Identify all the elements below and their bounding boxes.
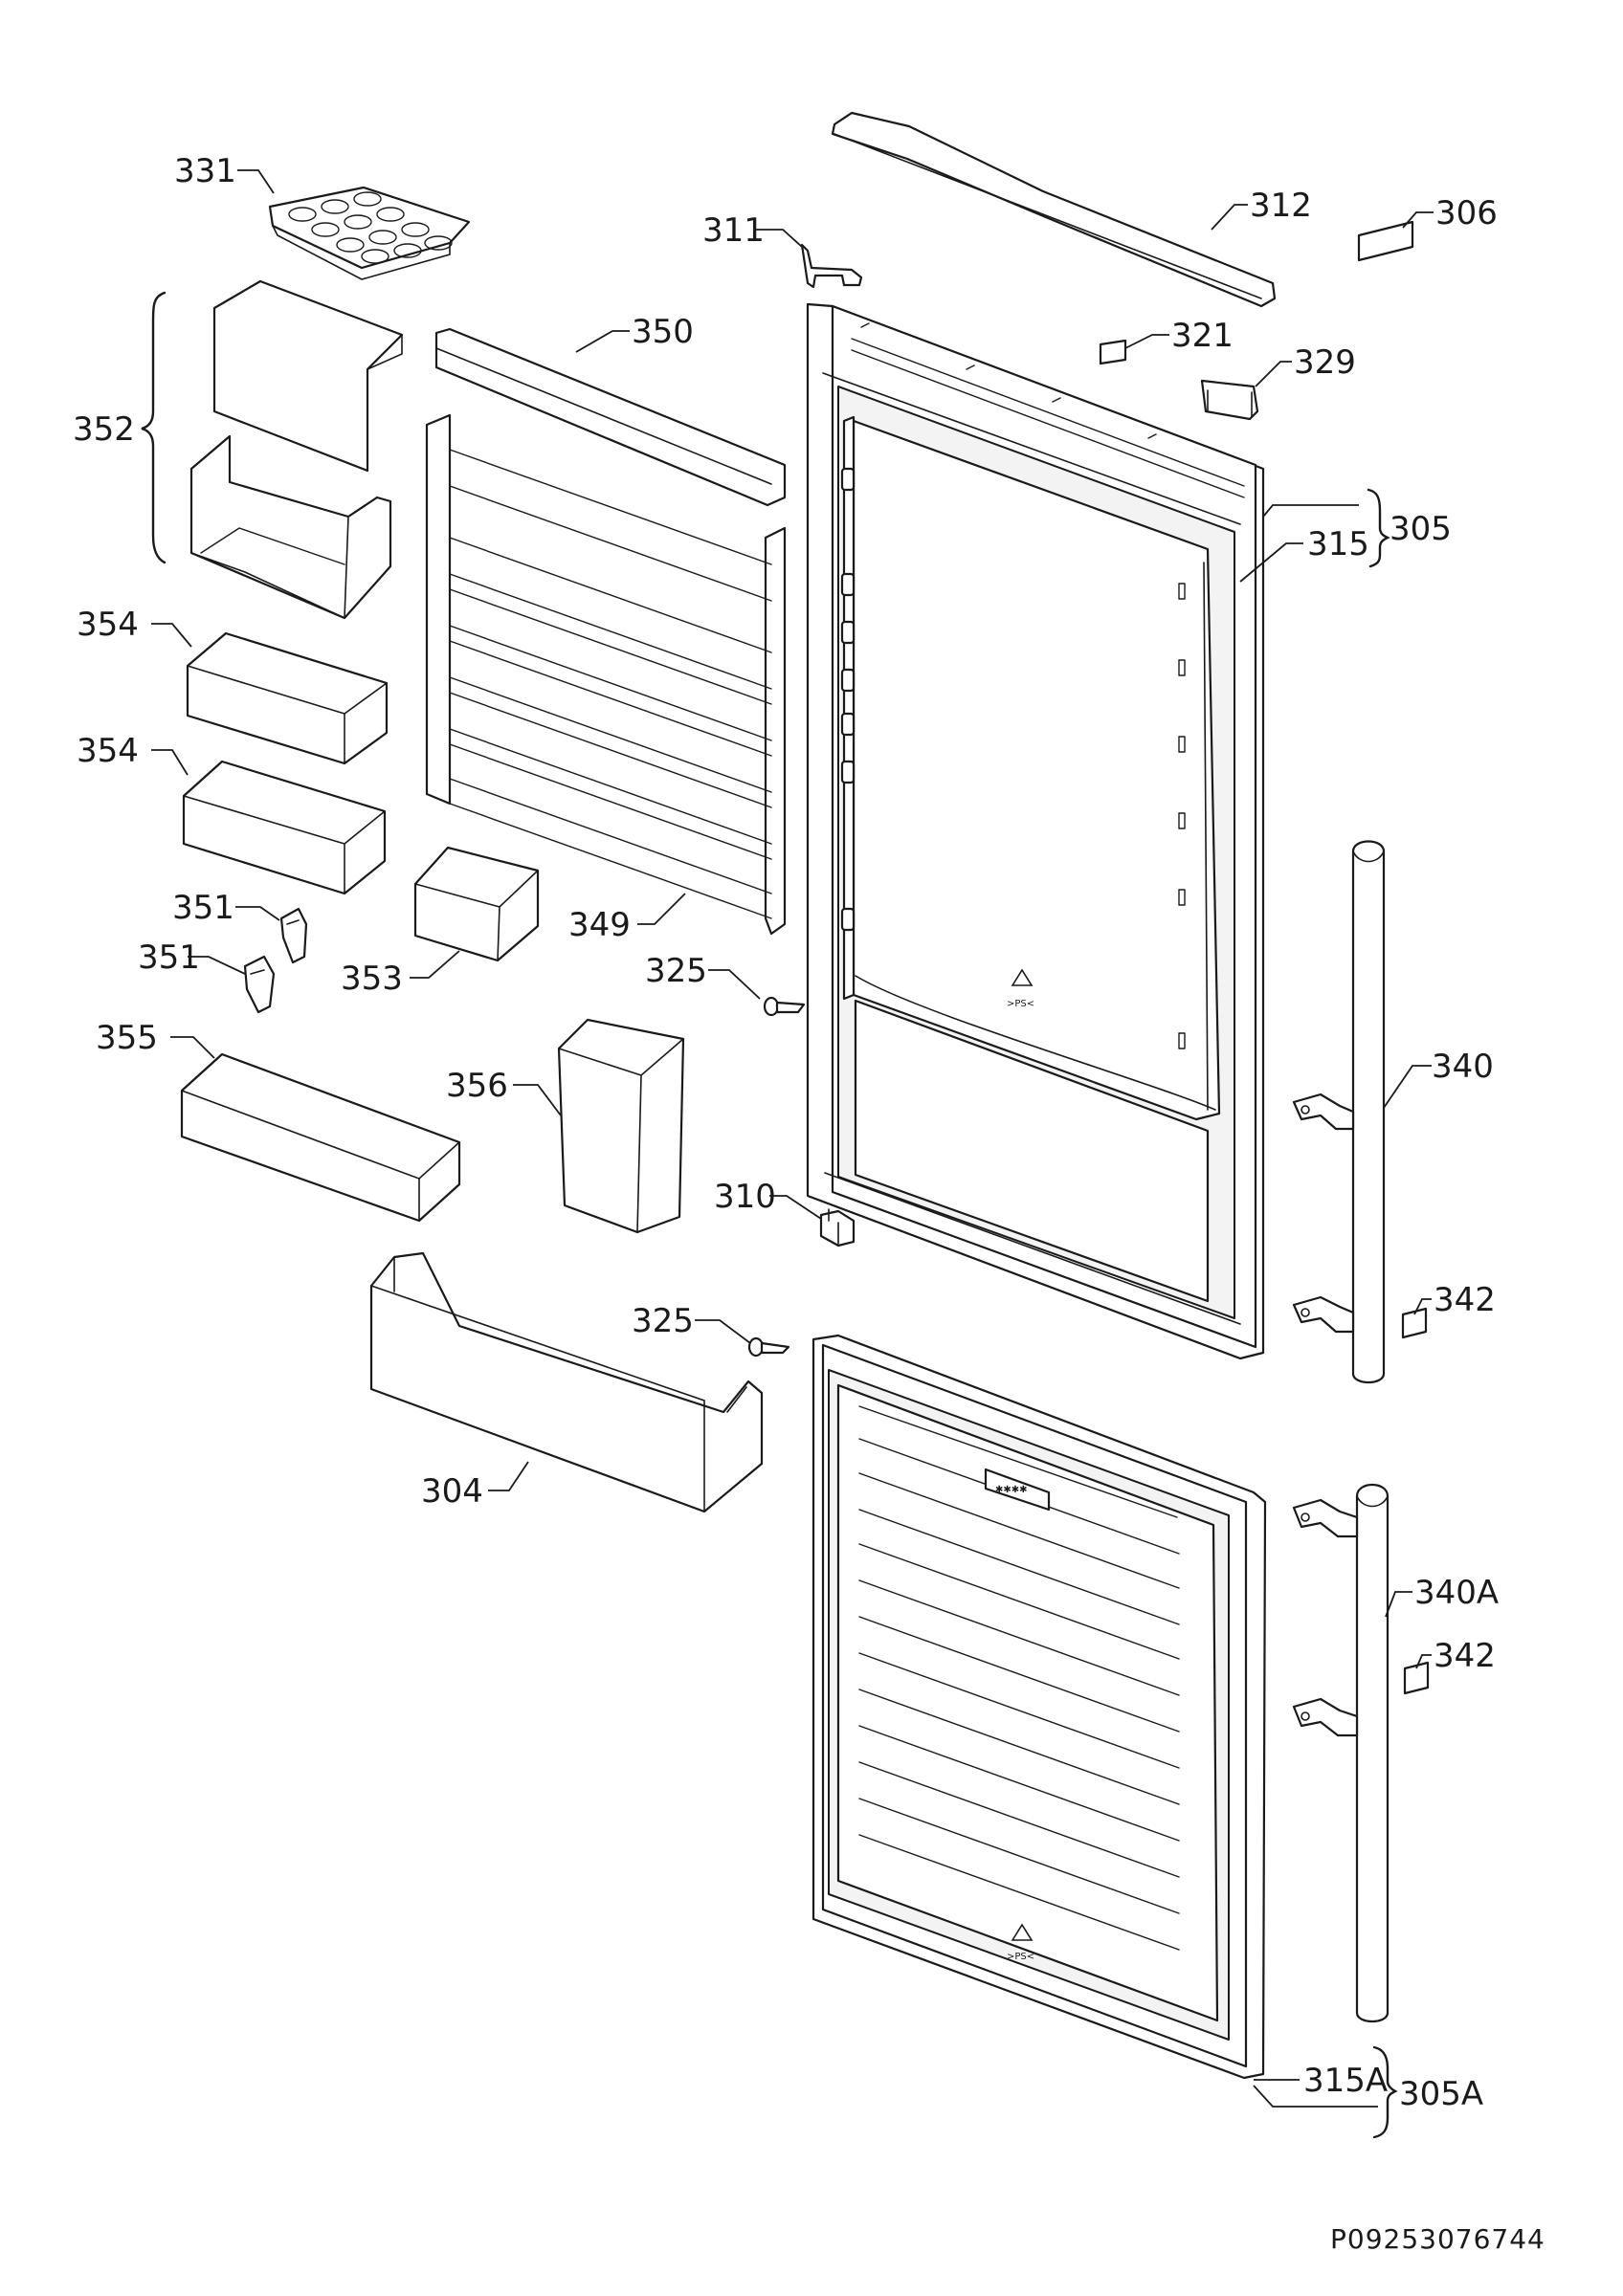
part-350-door-rail xyxy=(434,327,787,507)
label-350: 350 xyxy=(632,313,694,351)
part-354-upper-drawer xyxy=(186,631,389,765)
part-352-covered-box xyxy=(189,279,404,620)
label-356: 356 xyxy=(446,1067,508,1105)
label-352: 352 xyxy=(73,410,135,449)
label-304: 304 xyxy=(421,1472,483,1511)
bracket-group-305A xyxy=(1372,2045,1398,2139)
label-349: 349 xyxy=(568,906,631,944)
part-311-hinge-bracket xyxy=(800,243,863,289)
label-351-upper: 351 xyxy=(172,889,234,927)
part-306-label-plate xyxy=(1357,220,1414,262)
part-351-clip-lower xyxy=(243,955,276,1014)
part-305A-freezer-door: ✱✱✱✱ >PS< xyxy=(812,1334,1267,2080)
recycling-symbol-icon: >PS< xyxy=(1007,1923,1034,1962)
label-305A: 305A xyxy=(1399,2075,1483,2113)
label-354-lower: 354 xyxy=(77,732,139,770)
part-312-top-cover xyxy=(831,111,1277,308)
label-321: 321 xyxy=(1171,317,1234,355)
bracket-group-305 xyxy=(1367,488,1390,568)
part-321-small-plate xyxy=(1099,339,1127,365)
control-panel-display: ✱✱✱✱ xyxy=(984,1468,1051,1512)
svg-text:✱✱✱✱: ✱✱✱✱ xyxy=(995,1485,1028,1495)
label-342-upper: 342 xyxy=(1434,1281,1496,1319)
label-315: 315 xyxy=(1307,525,1369,563)
label-305: 305 xyxy=(1390,510,1452,548)
label-353: 353 xyxy=(341,960,403,998)
part-310-hinge-pin xyxy=(819,1208,856,1247)
part-340-handle xyxy=(1292,840,1386,1384)
svg-text:>PS<: >PS< xyxy=(1007,1952,1034,1962)
label-331: 331 xyxy=(174,152,236,190)
label-325-upper: 325 xyxy=(645,952,707,990)
label-354-upper: 354 xyxy=(77,606,139,644)
part-355-long-shelf xyxy=(180,1052,461,1223)
part-353-small-box xyxy=(413,846,540,962)
part-356-bottle-holder xyxy=(557,1018,685,1234)
part-325-screw-lower xyxy=(747,1336,790,1358)
diagram-reference-code: P09253076744 xyxy=(1330,2223,1545,2255)
label-329: 329 xyxy=(1294,343,1356,382)
part-331-egg-tray xyxy=(268,186,471,280)
part-351-clip-upper xyxy=(279,907,308,964)
part-304-door-bin xyxy=(369,1251,764,1513)
label-306: 306 xyxy=(1435,194,1498,232)
label-342-lower: 342 xyxy=(1434,1637,1496,1675)
label-355: 355 xyxy=(96,1019,158,1057)
part-325-screw-upper xyxy=(763,996,806,1017)
label-340A: 340A xyxy=(1414,1574,1499,1612)
bracket-group-352 xyxy=(141,291,167,564)
part-305-fridge-door: >PS< xyxy=(806,302,1265,1360)
label-315A: 315A xyxy=(1303,2062,1388,2100)
label-351-lower: 351 xyxy=(138,938,200,977)
leader-lines xyxy=(151,169,1434,2108)
label-310: 310 xyxy=(714,1178,776,1216)
part-354-lower-drawer xyxy=(182,760,387,895)
label-312: 312 xyxy=(1250,187,1312,225)
label-340: 340 xyxy=(1432,1048,1494,1086)
part-329-cover-clip xyxy=(1200,379,1259,421)
label-311: 311 xyxy=(702,211,765,250)
recycling-symbol-icon: >PS< xyxy=(1007,968,1034,1009)
part-349-shelf-frame xyxy=(425,413,787,936)
label-325-lower: 325 xyxy=(632,1302,694,1340)
part-340A-handle xyxy=(1292,1483,1390,2023)
part-342-cap-lower xyxy=(1403,1661,1430,1695)
part-number-labels: 331 311 312 306 321 329 350 352 305 315 … xyxy=(73,152,1499,2113)
svg-text:>PS<: >PS< xyxy=(1007,999,1034,1009)
part-342-cap-upper xyxy=(1401,1307,1428,1339)
